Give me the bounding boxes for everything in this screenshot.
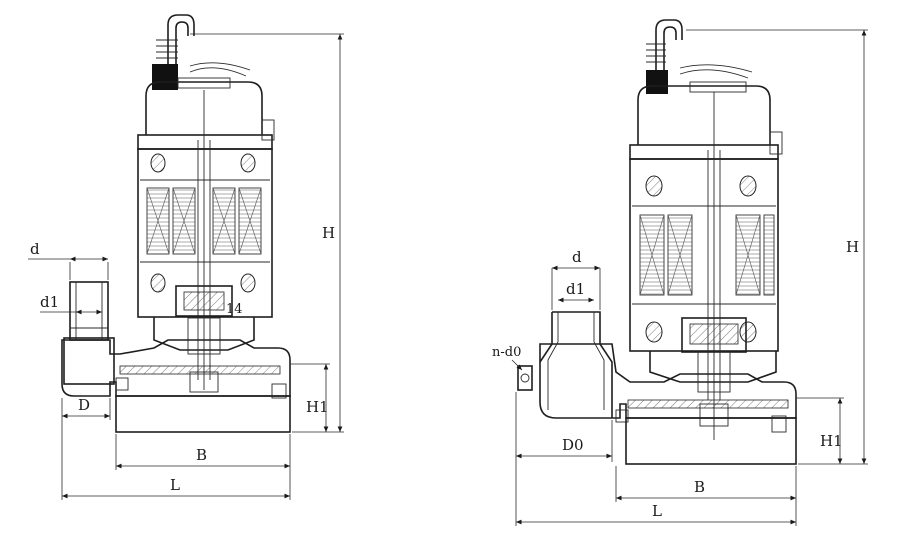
pump-a-volute [61, 339, 291, 397]
pump-a-part-number: 14 [226, 302, 243, 317]
pump-a-label-d: d [30, 240, 40, 258]
pump-a-label-D: D [78, 396, 90, 414]
pump-b-label-d: d [572, 248, 582, 266]
pump-a-discharge-pipe [63, 281, 115, 385]
pump-a-label-L: L [170, 476, 180, 494]
pump-b: d d1 n-d0 D0 B L H [492, 19, 868, 526]
pump-a-label-d1: d1 [40, 293, 59, 311]
pump-b-label-L: L [652, 502, 662, 520]
pump-b-volute [539, 343, 797, 419]
pump-b-label-H: H [846, 238, 859, 256]
pump-b-label-d1: d1 [566, 280, 585, 298]
pump-a-label-B: B [196, 446, 207, 464]
pump-b-strainer [625, 417, 797, 465]
pump-b-label-n-d0: n-d0 [492, 345, 521, 360]
pump-b-cable [646, 19, 753, 94]
pump-b-discharge-pipe [517, 311, 613, 418]
pump-b-label-B: B [694, 478, 705, 496]
pump-a-cable [152, 14, 251, 90]
pump-b-cable-boot [646, 70, 668, 94]
pump-b-dimensions: d d1 n-d0 D0 B L H [492, 29, 868, 526]
pump-b-label-H1: H1 [820, 432, 843, 450]
pump-a: 14 d d1 [28, 14, 344, 500]
pump-a-label-H: H [322, 224, 335, 242]
pump-a-strainer [115, 395, 291, 433]
pump-a-stator [140, 153, 270, 293]
pump-b-top-cover [637, 85, 771, 145]
pump-a-dimensions: d d1 D B L H H1 [28, 33, 344, 500]
pump-b-stator [632, 175, 776, 343]
pump-a-label-H1: H1 [306, 398, 329, 416]
pump-b-motor-housing [629, 158, 779, 352]
pump-a-cable-boot [152, 64, 178, 90]
pump-b-label-D0: D0 [562, 436, 584, 454]
pump-a-top-cover [145, 81, 263, 135]
pump-a-motor-housing [137, 148, 273, 318]
